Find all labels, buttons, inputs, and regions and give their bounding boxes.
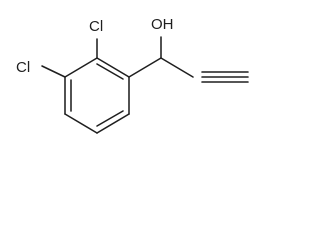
triple-bond (201, 71, 249, 83)
ring-bond-c1-c2 (96, 57, 130, 78)
ring-bond-c3-c4 (96, 113, 130, 134)
chlorine-label-left: Cl (16, 59, 30, 76)
bond-ring-to-carbinol-carbon (128, 57, 162, 78)
ring-bond-c6-c1 (64, 57, 98, 78)
atom-labels: Cl Cl OH (16, 16, 174, 76)
ring-inner-double-bond-2 (96, 110, 124, 127)
molecule-structure-diagram: Cl Cl OH (16, 16, 249, 134)
bond-ring-to-left-chlorine (41, 65, 66, 78)
hydroxyl-label: OH (151, 16, 174, 33)
bond-carbinol-to-alkyne-carbon (160, 57, 194, 78)
ring-inner-double-bond-1 (96, 63, 124, 80)
ring-bond-c4-c5 (64, 113, 98, 134)
benzene-ring (64, 57, 130, 134)
molecule-canvas: Cl Cl OH (16, 16, 249, 134)
chlorine-label-top: Cl (89, 18, 103, 35)
substituent-bonds (41, 36, 194, 78)
